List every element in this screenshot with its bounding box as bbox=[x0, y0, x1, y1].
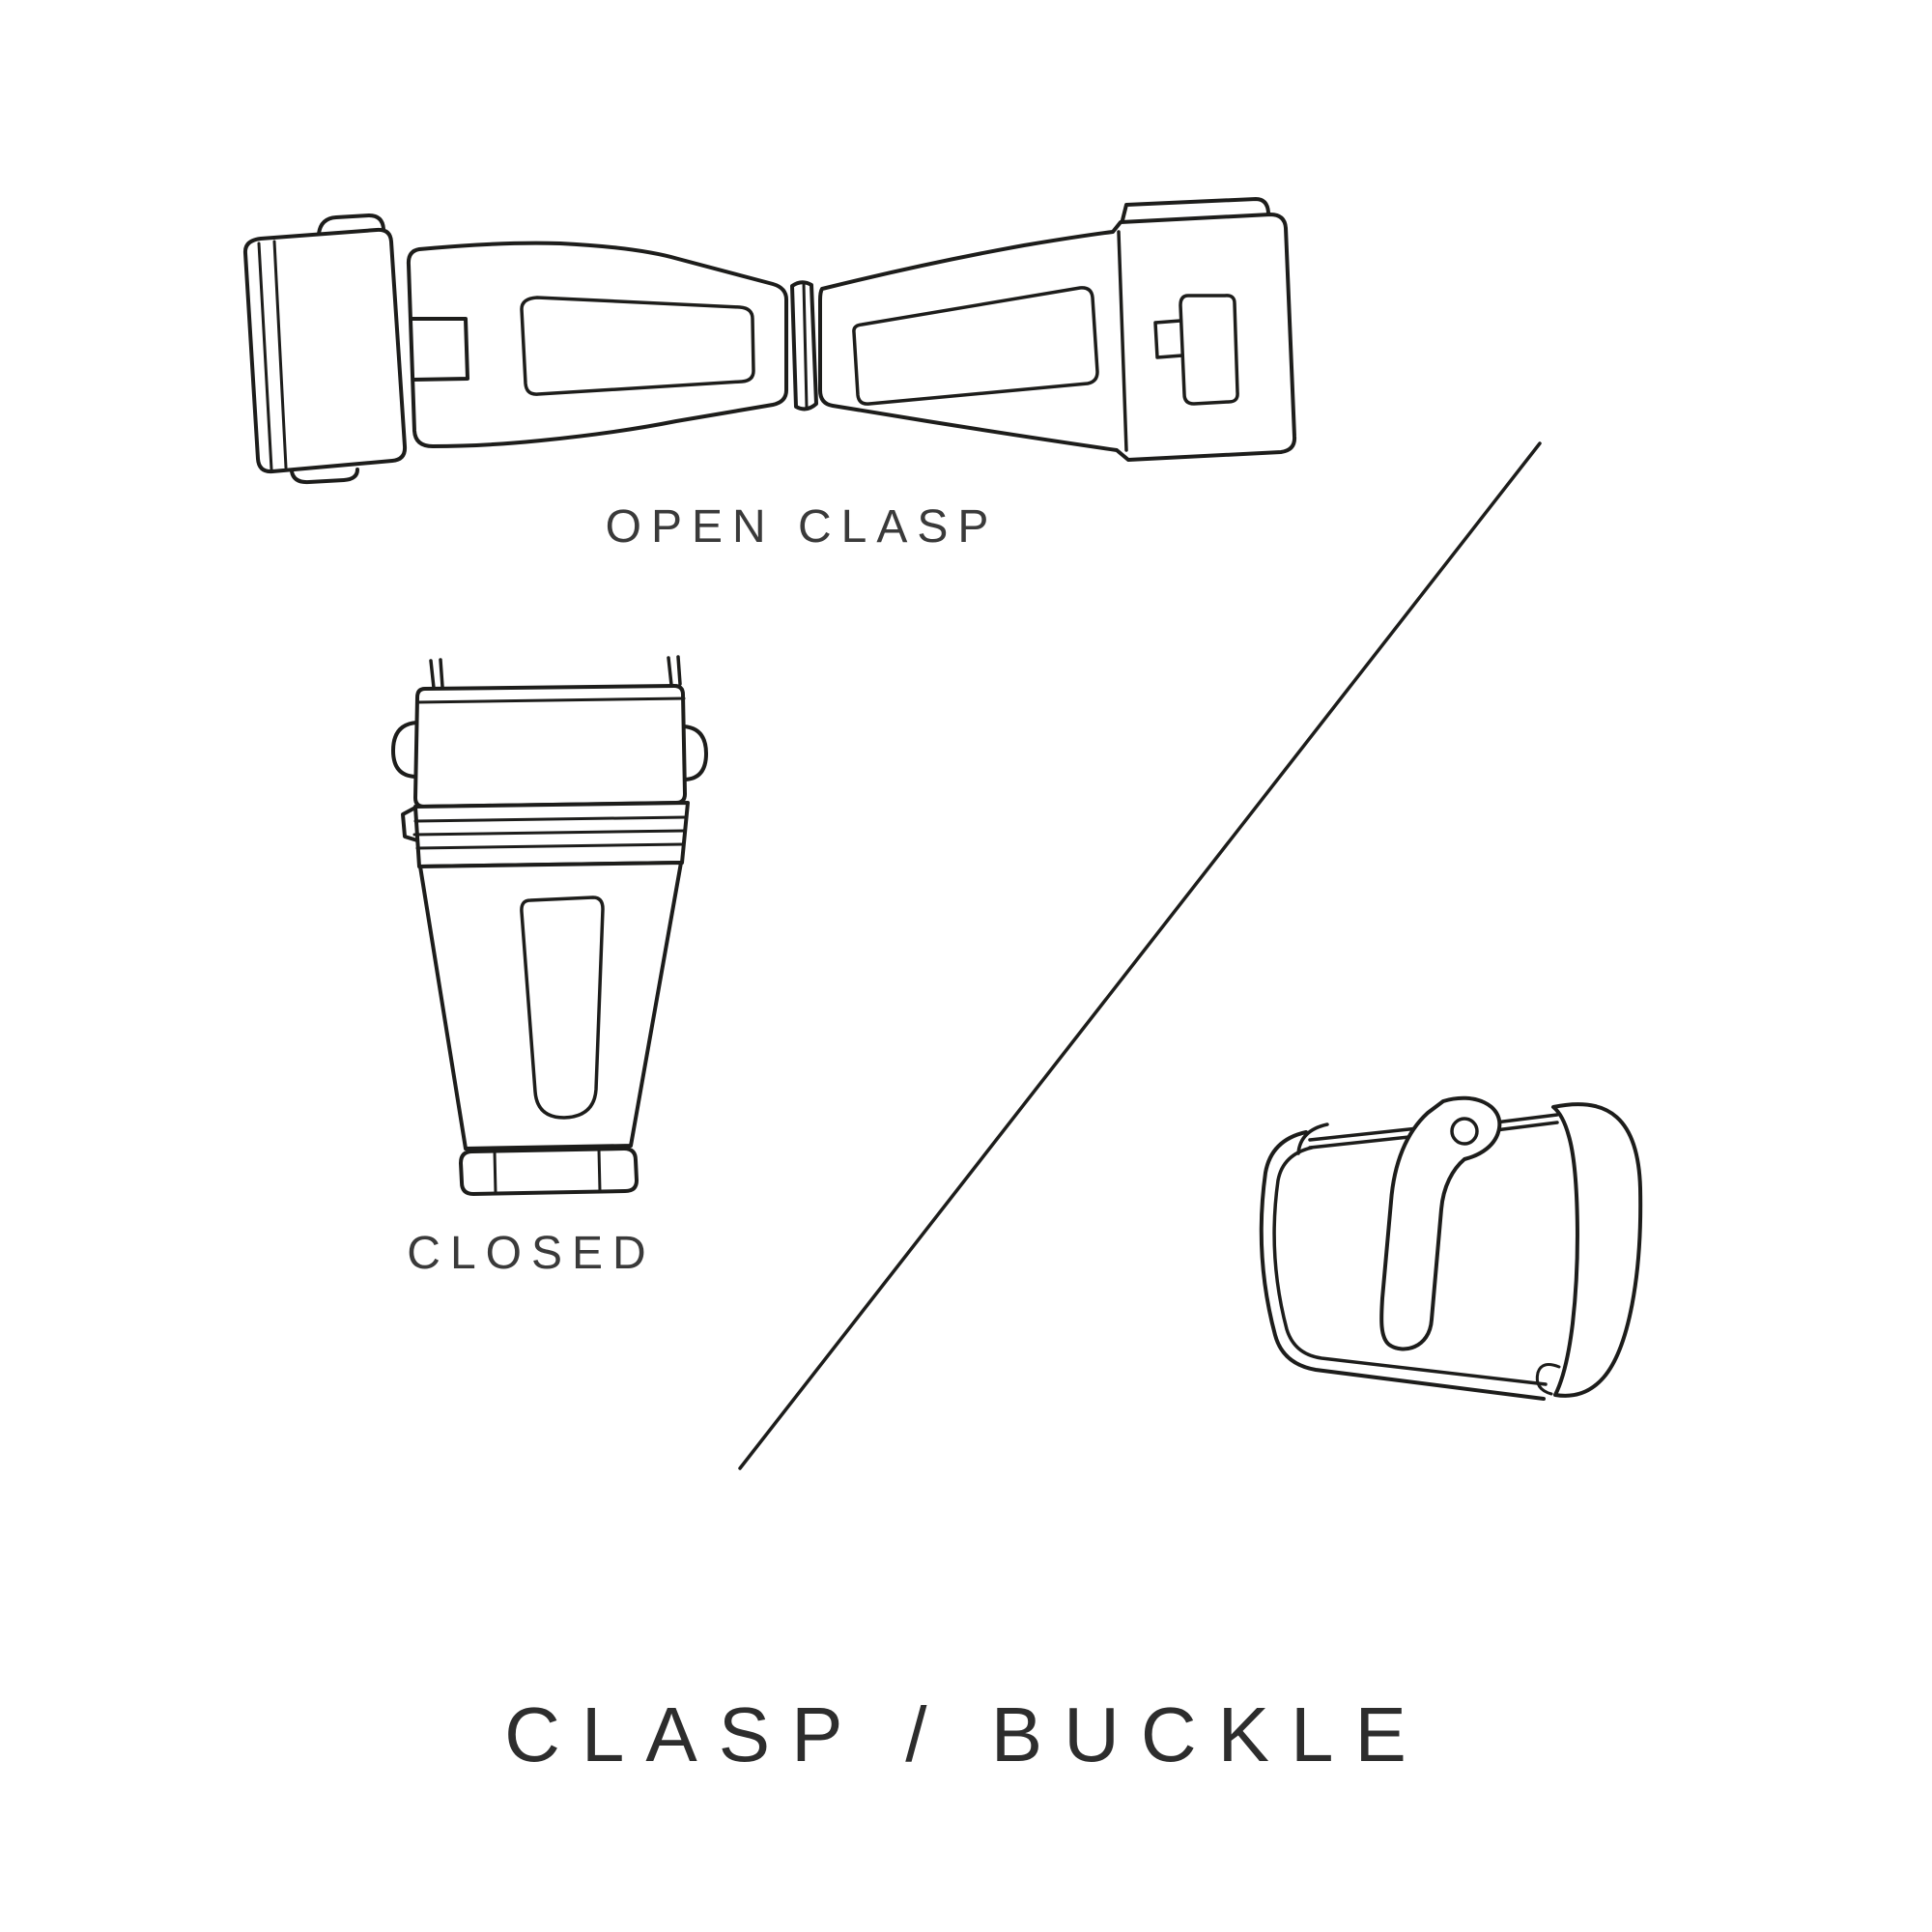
open-clasp-right-blade bbox=[818, 213, 1297, 462]
closed-clasp-cover bbox=[413, 684, 687, 809]
open-clasp-caption: OPEN CLASP bbox=[605, 501, 999, 553]
closed-clasp-prongs bbox=[429, 655, 682, 690]
buckle-tongue bbox=[1379, 1095, 1502, 1351]
buckle-tongue-loop bbox=[1450, 1117, 1479, 1146]
open-clasp-illustration bbox=[242, 197, 1297, 485]
buckle-frame bbox=[1259, 1130, 1546, 1401]
diagonal-divider-line bbox=[738, 441, 1542, 1470]
closed-clasp-caption: CLOSED bbox=[407, 1228, 656, 1279]
page-title: CLASP / BUCKLE bbox=[504, 1691, 1428, 1777]
buckle-pin bbox=[1308, 1113, 1559, 1150]
closed-clasp-illustration bbox=[391, 655, 708, 1196]
buckle-right-bar bbox=[1551, 1102, 1643, 1398]
open-clasp-left-blade bbox=[406, 241, 788, 448]
tang-buckle-illustration bbox=[1259, 1095, 1643, 1401]
closed-clasp-body bbox=[418, 861, 683, 1151]
open-clasp-end-link bbox=[242, 227, 408, 474]
closed-clasp-keeper bbox=[459, 1147, 639, 1196]
